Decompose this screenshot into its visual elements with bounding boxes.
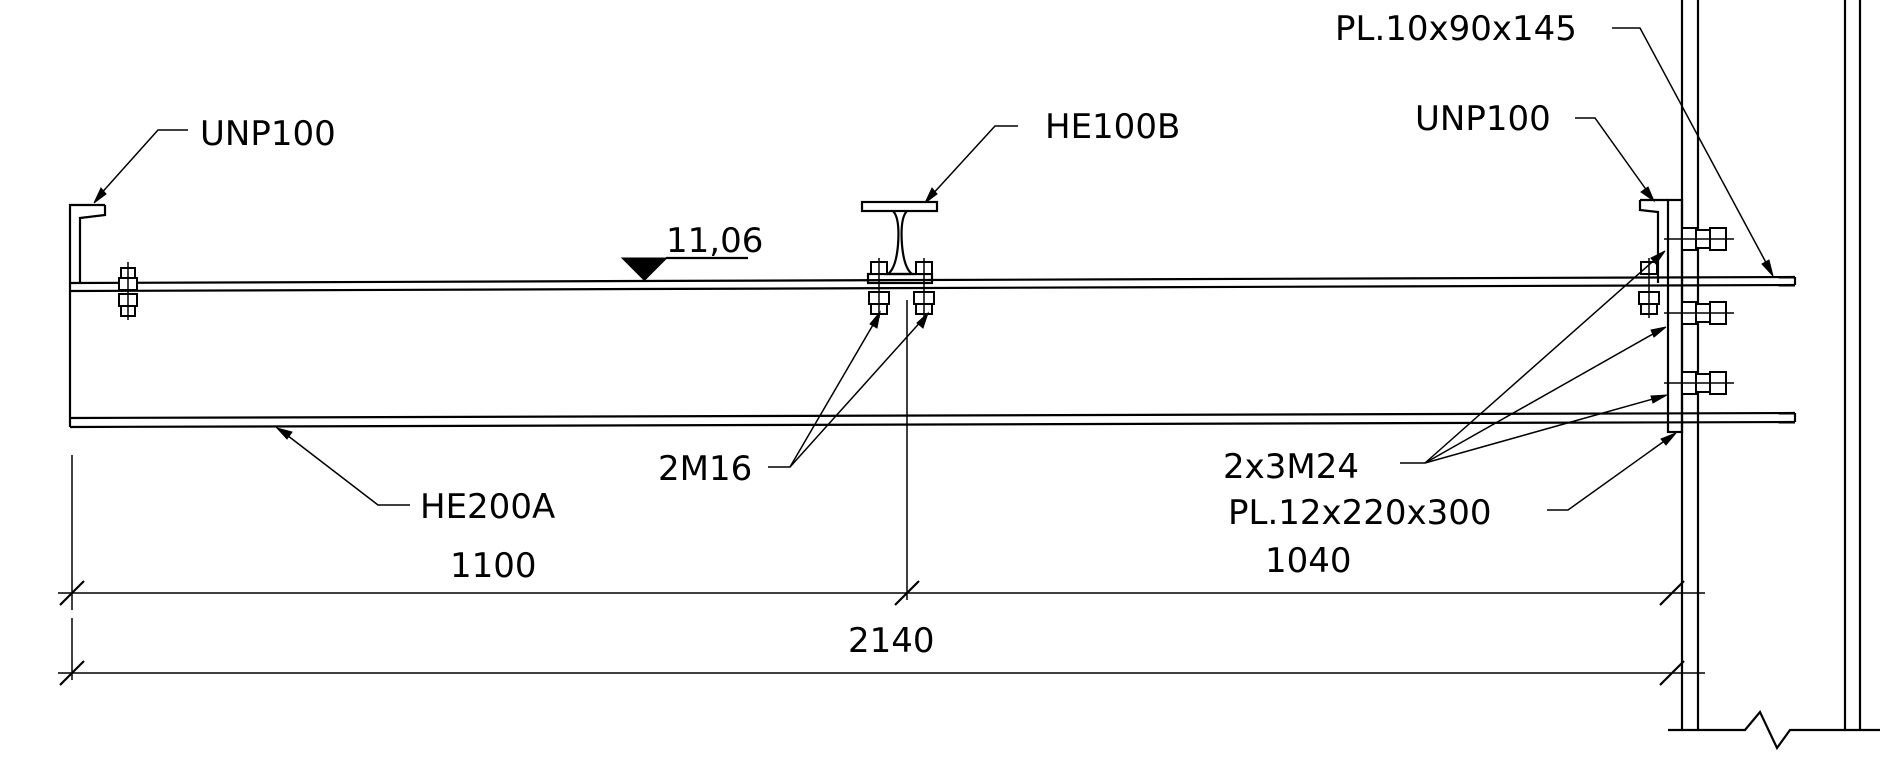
- bolt-unp-right: [1638, 258, 1660, 318]
- dimension-left-span: 1100: [450, 546, 537, 586]
- bolts-m16-label: 2M16: [658, 449, 752, 489]
- bolts-m24-label: 2x3M24: [1223, 447, 1359, 487]
- bolt-m24-2: [1664, 301, 1734, 325]
- plate-end-label: PL.12x220x300: [1228, 493, 1492, 533]
- bolt-m16-1: [868, 258, 890, 318]
- he100b-purlin: [860, 200, 939, 285]
- bolt-m16-2: [913, 258, 935, 318]
- unp-right-label: UNP100: [1415, 99, 1551, 139]
- plate-top-label: PL.10x90x145: [1335, 9, 1577, 49]
- dimension-right-span: 1040: [1265, 541, 1352, 581]
- bolt-left: [118, 262, 138, 320]
- he100b-label: HE100B: [1045, 107, 1180, 147]
- dimension-total-span: 2140: [848, 621, 935, 661]
- left-channel-unp100: [68, 203, 107, 283]
- dimension-lines: [58, 300, 1705, 686]
- he200a-label: HE200A: [420, 487, 555, 527]
- unp-left-label: UNP100: [200, 114, 336, 154]
- level-label: 11,06: [666, 221, 763, 261]
- end-plate: [1666, 198, 1684, 434]
- bolt-m24-3: [1664, 371, 1734, 395]
- level-marker: [620, 256, 748, 281]
- leader-lines: [93, 27, 1774, 511]
- bolt-m24-1: [1664, 227, 1734, 251]
